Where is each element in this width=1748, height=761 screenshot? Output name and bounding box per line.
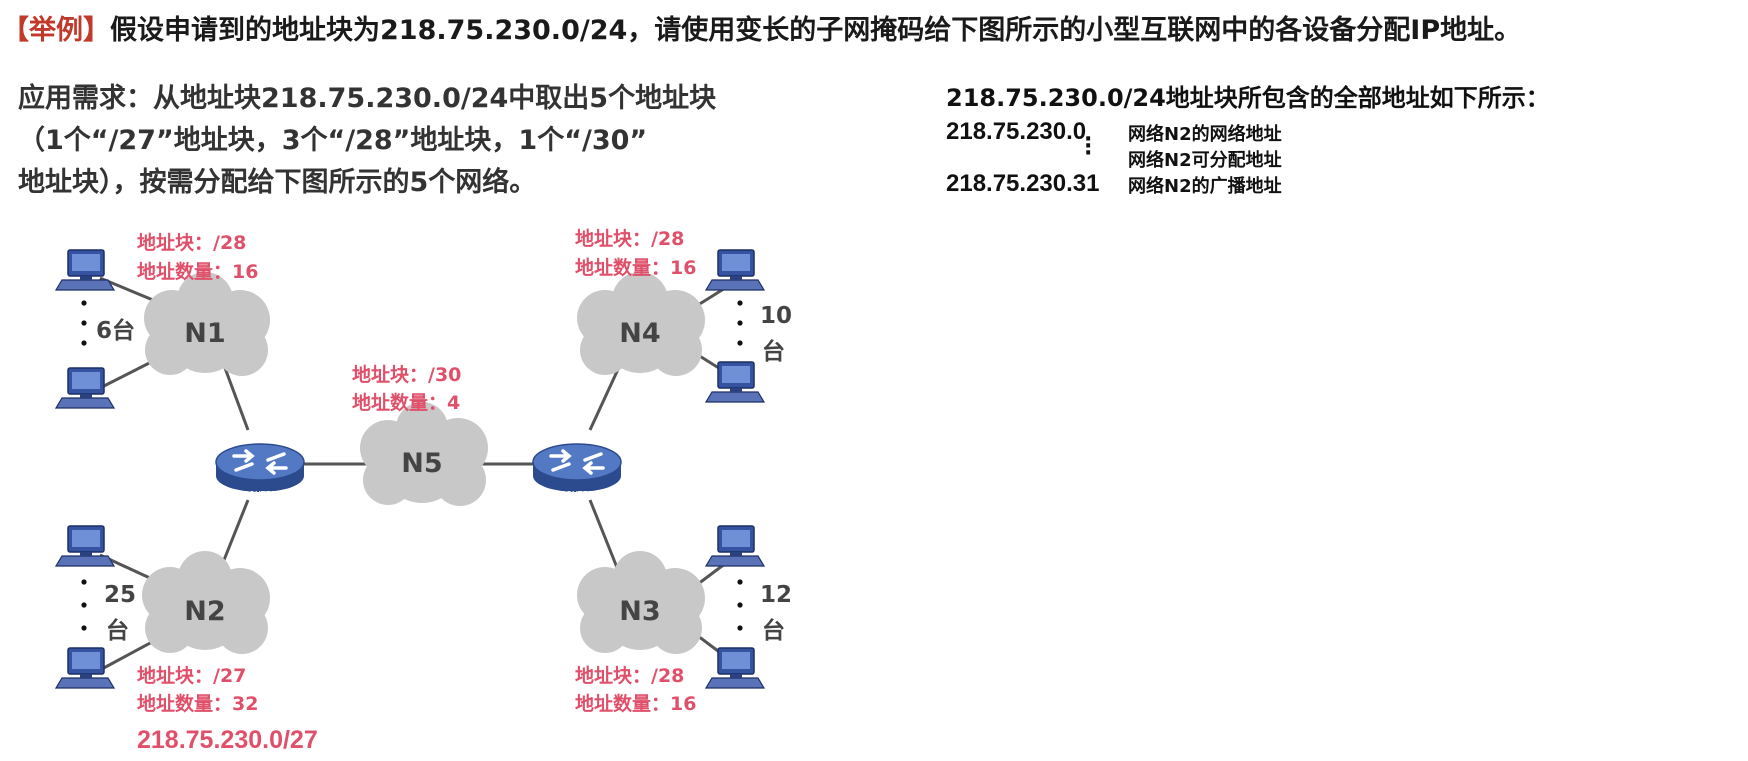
computer-n3-top <box>705 525 765 567</box>
cloud-n1 <box>144 272 270 376</box>
hosts-n1: 6台 <box>96 317 135 344</box>
n1-count: 地址数量：16 <box>137 260 258 283</box>
hosts-n4-num: 10 <box>760 303 792 329</box>
label-n4: N4 <box>619 318 660 349</box>
label-n3: N3 <box>619 596 660 627</box>
first-address: 218.75.230.0 <box>946 118 1087 145</box>
requirement-line-2: （1个“/27”地址块，3个“/28”地址块，1个“/30” <box>18 125 648 156</box>
first-address-desc: 网络N2的网络地址 <box>1128 124 1282 145</box>
vertical-ellipsis-icon: ··· <box>1084 127 1093 166</box>
host-ellipsis-dots <box>81 300 743 631</box>
last-address: 218.75.230.31 <box>946 170 1100 197</box>
computer-n2-top <box>55 525 115 567</box>
cloud-n5 <box>360 402 488 506</box>
n3-count: 地址数量：16 <box>575 692 696 715</box>
computer-n3-bottom <box>705 647 765 689</box>
title-bracket: 【举例】 <box>2 15 110 46</box>
n2-count: 地址数量：32 <box>137 692 258 715</box>
computer-n4-top <box>705 249 765 291</box>
computer-n4-bottom <box>705 361 765 403</box>
label-n1: N1 <box>184 318 225 349</box>
router-right-label: ROUTER <box>560 490 594 499</box>
hosts-n4-unit: 台 <box>762 338 785 365</box>
n1-block: 地址块：/28 <box>137 231 246 254</box>
hosts-n3-unit: 台 <box>762 617 785 644</box>
n2-assigned-block: 218.75.230.0/27 <box>137 726 318 754</box>
hosts-n2-num: 25 <box>104 582 136 608</box>
n5-block: 地址块：/30 <box>352 363 461 386</box>
n5-count: 地址数量：4 <box>352 391 460 414</box>
router-left: ROUTER <box>214 442 306 499</box>
page-title: 【举例】假设申请到的地址块为218.75.230.0/24，请使用变长的子网掩码… <box>2 8 1521 47</box>
computer-n1-top <box>55 249 115 291</box>
cloud-n4 <box>577 272 705 376</box>
hosts-n3-num: 12 <box>760 582 792 608</box>
n4-count: 地址数量：16 <box>575 256 696 279</box>
n2-block: 地址块：/27 <box>137 664 246 687</box>
n4-block: 地址块：/28 <box>575 227 684 250</box>
last-address-desc: 网络N2的广播地址 <box>1128 176 1282 197</box>
router-left-label: ROUTER <box>243 490 277 499</box>
requirement-line-3: 地址块），按需分配给下图所示的5个网络。 <box>18 167 537 198</box>
label-n5: N5 <box>401 448 442 479</box>
label-n2: N2 <box>184 596 225 627</box>
requirement-line-1: 应用需求：从地址块218.75.230.0/24中取出5个地址块 <box>18 83 717 114</box>
computer-n1-bottom <box>55 367 115 409</box>
hosts-n2-unit: 台 <box>106 617 129 644</box>
title-text: 假设申请到的地址块为218.75.230.0/24，请使用变长的子网掩码给下图所… <box>110 15 1522 46</box>
cloud-n2 <box>142 551 270 654</box>
middle-address-desc: 网络N2可分配地址 <box>1128 150 1282 171</box>
cloud-n3 <box>577 551 705 654</box>
address-list-heading: 218.75.230.0/24地址块所包含的全部地址如下所示： <box>946 84 1550 112</box>
n3-block: 地址块：/28 <box>575 664 684 687</box>
router-right: ROUTER <box>531 442 623 499</box>
